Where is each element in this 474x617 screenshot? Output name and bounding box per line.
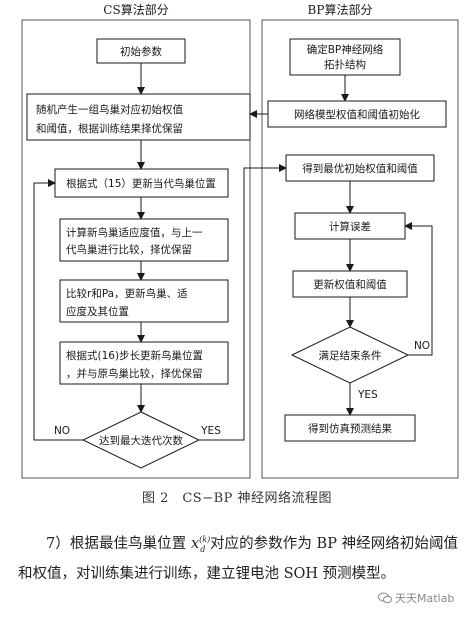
no-loop-right (404, 222, 433, 356)
topology-text-line2: 拓扑结构 (324, 58, 366, 71)
paragraph-text-before: 7）根据最佳鸟巢位置 (46, 535, 191, 552)
init-weights-text: 网络模型权值和阈值初始化 (294, 108, 420, 121)
paragraph-text-after: 对应的参数作为 BP 神经网络初始阈值和权值，对训练集进行训练，建立锂电池 SO… (18, 535, 458, 582)
watermark-text: 天天Matlab (395, 592, 455, 605)
update-positions-text: 根据式（15）更新当代鸟巢位置 (66, 177, 216, 190)
init-weights-box (267, 100, 447, 128)
cs-section-header: CS算法部分 (103, 2, 168, 17)
yes-to-best-weights (199, 164, 287, 441)
update-weights-text: 更新权值和阈值 (313, 278, 387, 291)
max-iter-text: 达到最大迭代次数 (99, 434, 183, 447)
step-update-text-line1: 根据式(16)步长更新鸟巢位置 (66, 349, 203, 362)
yes-label-right: YES (357, 389, 378, 401)
prediction-box (284, 414, 416, 442)
max-iter-decision (81, 411, 201, 469)
figure-caption: 图 2 CS−BP 神经网络流程图 (141, 491, 333, 506)
bp-section-frame (261, 19, 459, 479)
fitness-compare-text-line2: 代鸟巢进行比较，择优保留 (66, 243, 192, 256)
compare-r-pa-box (59, 279, 229, 323)
end-condition-text: 满足结束条件 (319, 349, 382, 362)
fitness-compare-box (59, 218, 229, 262)
random-nests-text-line2: 和阈值，根据训练结果择优保留 (36, 122, 183, 135)
paragraph-variable: x(k)d (190, 535, 211, 554)
random-nests-text-line1: 随机产生一组鸟巢对应初始权值 (36, 103, 183, 116)
prediction-text: 得到仿真预测结果 (308, 422, 392, 435)
no-label-right: NO (414, 340, 430, 352)
best-weights-box (285, 154, 435, 182)
calc-error-text: 计算误差 (329, 220, 371, 233)
compare-r-pa-text-line2: 应度及其位置 (66, 305, 129, 318)
no-label-left: NO (54, 425, 70, 437)
step-update-box (59, 341, 229, 385)
cs-section-frame (21, 19, 251, 479)
flowchart: CS算法部分 BP算法部分 初始参数 随机产生一组鸟巢对应初始权值 和阈值，根据… (21, 2, 459, 479)
compare-r-pa-text-line1: 比较r和Pa，更新鸟巢、适 (66, 287, 188, 300)
fitness-compare-text-line1: 计算新鸟巢适应度值，与上一 (66, 226, 203, 239)
step-update-text-line2: ，并与原鸟巢比较，择优保留 (66, 367, 203, 380)
body-paragraph: 7）根据最佳鸟巢位置 x(k)d 对应的参数作为 BP 神经网络初始阈值和权值，… (18, 527, 458, 587)
bp-section-header: BP算法部分 (308, 2, 373, 17)
no-loop-left (33, 179, 83, 441)
wechat-icon (378, 592, 392, 604)
yes-label-left: YES (200, 425, 221, 437)
watermark: 天天Matlab (378, 590, 454, 606)
update-positions-box (54, 168, 229, 198)
best-weights-text: 得到最优初始权值和阈值 (302, 162, 418, 175)
topology-box (289, 38, 401, 76)
update-weights-box (292, 270, 408, 298)
topology-text-line1: 确定BP神经网络 (307, 43, 384, 56)
init-params-text: 初始参数 (120, 45, 162, 58)
